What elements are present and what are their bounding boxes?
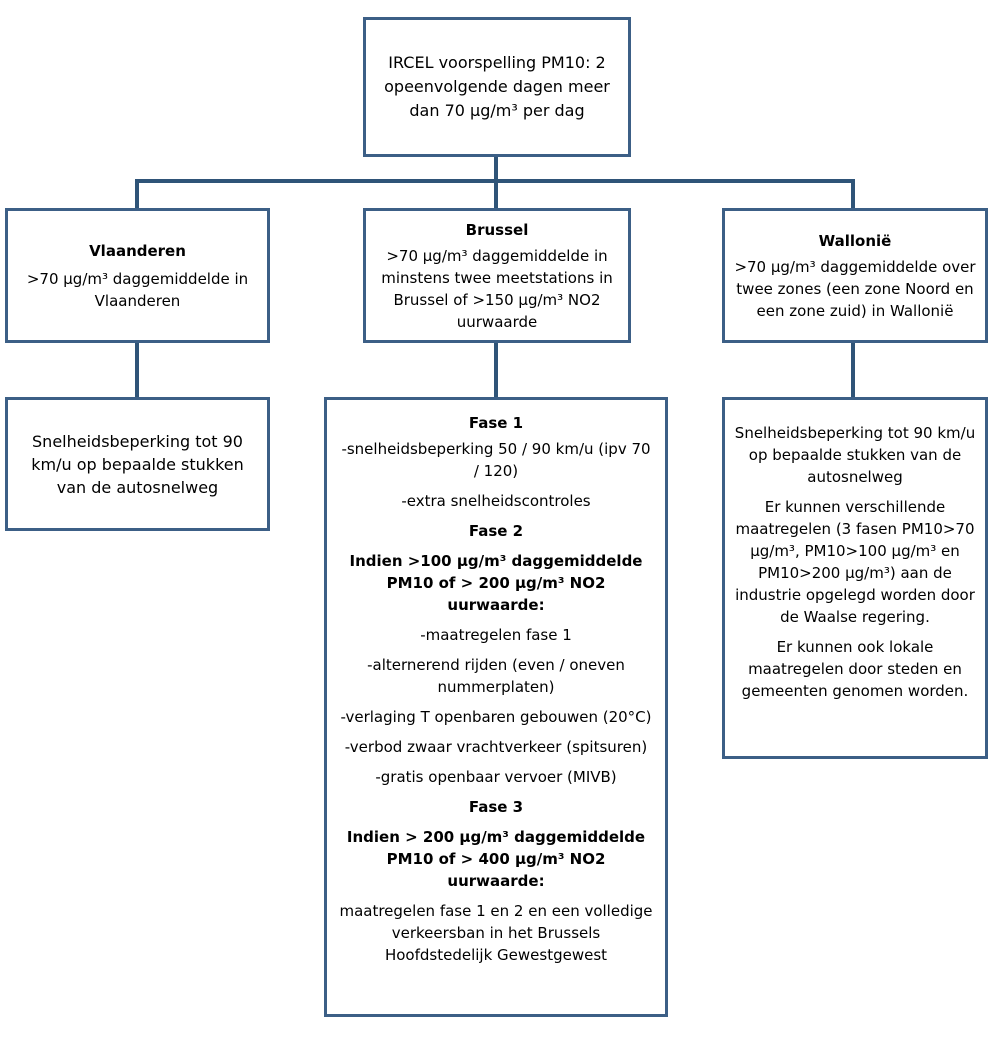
top-forecast-text: IRCEL voorspelling PM10: 2 opeenvolgende…: [384, 53, 610, 120]
brussel-fase2-condition: Indien >100 µg/m³ daggemiddelde PM10 of …: [349, 552, 643, 614]
wallonie-criterion-box: Wallonië >70 µg/m³ daggemiddelde over tw…: [722, 208, 988, 343]
brussel-measures-box: Fase 1 -snelheidsbeperking 50 / 90 km/u …: [324, 397, 668, 1017]
connector-vlaanderen-measure: [135, 342, 139, 398]
brussel-fase1-item-1: -snelheidsbeperking 50 / 90 km/u (ipv 70…: [341, 440, 651, 480]
vlaanderen-criterion-box: Vlaanderen >70 µg/m³ daggemiddelde in Vl…: [5, 208, 270, 343]
brussel-fase2-item-1: -maatregelen fase 1: [420, 626, 572, 644]
connector-wallonie-measure: [851, 342, 855, 398]
wallonie-title: Wallonië: [818, 231, 892, 250]
connector-brussel-measure: [494, 342, 498, 398]
connector-to-wallonie: [851, 179, 855, 209]
brussel-fase2-title: Fase 2: [468, 522, 524, 540]
vlaanderen-title: Vlaanderen: [89, 241, 186, 260]
wallonie-measure-1: Snelheidsbeperking tot 90 km/u op bepaal…: [734, 424, 976, 486]
brussel-fase2-item-3: -verlaging T openbaren gebouwen (20°C): [340, 708, 652, 726]
connector-top-down: [494, 156, 498, 182]
top-forecast-box: IRCEL voorspelling PM10: 2 opeenvolgende…: [363, 17, 631, 157]
brussel-fase3-title: Fase 3: [468, 798, 524, 816]
brussel-fase3-condition: Indien > 200 µg/m³ daggemiddelde PM10 of…: [346, 828, 646, 890]
brussel-fase2-item-5: -gratis openbaar vervoer (MIVB): [375, 768, 617, 786]
brussel-fase3-text: maatregelen fase 1 en 2 en een volledige…: [339, 902, 653, 964]
wallonie-measure-2: Er kunnen verschillende maatregelen (3 f…: [735, 498, 975, 626]
vlaanderen-measure: Snelheidsbeperking tot 90 km/u op bepaal…: [31, 431, 244, 497]
wallonie-measures-box: Snelheidsbeperking tot 90 km/u op bepaal…: [722, 397, 988, 759]
wallonie-criterion: >70 µg/m³ daggemiddelde over twee zones …: [734, 257, 976, 320]
brussel-fase2-item-4: -verbod zwaar vrachtverkeer (spitsuren): [344, 738, 648, 756]
brussel-title: Brussel: [465, 220, 529, 239]
brussel-criterion-box: Brussel >70 µg/m³ daggemiddelde in minst…: [363, 208, 631, 343]
brussel-fase2-item-2: -alternerend rijden (even / oneven numme…: [367, 656, 625, 696]
brussel-fase1-item-2: -extra snelheidscontroles: [401, 492, 591, 510]
connector-to-vlaanderen: [135, 179, 139, 209]
vlaanderen-criterion: >70 µg/m³ daggemiddelde in Vlaanderen: [26, 269, 249, 310]
brussel-fase1-title: Fase 1: [468, 414, 524, 432]
connector-to-brussel: [494, 179, 498, 209]
wallonie-measure-3: Er kunnen ook lokale maatregelen door st…: [741, 638, 969, 700]
brussel-criterion: >70 µg/m³ daggemiddelde in minstens twee…: [381, 246, 613, 331]
vlaanderen-measure-box: Snelheidsbeperking tot 90 km/u op bepaal…: [5, 397, 270, 531]
